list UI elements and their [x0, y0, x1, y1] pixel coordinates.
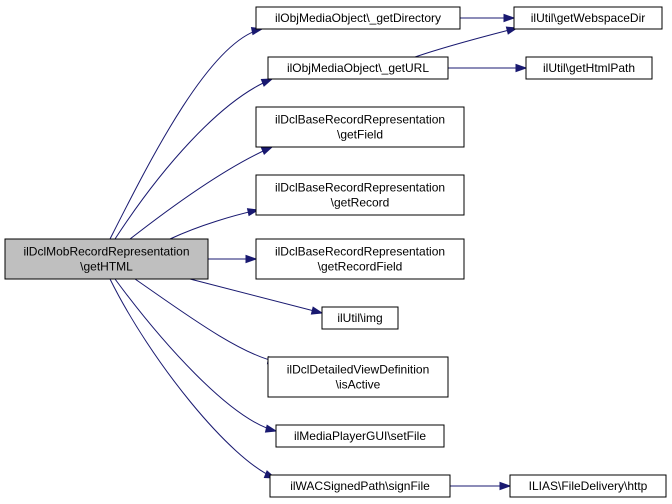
- node-label-line: ILIAS\FileDelivery\http: [529, 479, 648, 493]
- node-box: [513, 6, 663, 30]
- edge-line: [129, 146, 273, 240]
- node-box: [255, 106, 465, 148]
- edge-signFile-to-http: [450, 481, 512, 491]
- node-root[interactable]: ilDclMobRecordRepresentation\getHTML: [4, 238, 209, 280]
- arrowhead: [245, 254, 258, 264]
- edge-root-to-getRecordField: [208, 254, 258, 264]
- node-signFile[interactable]: ilWACSignedPath\signFile: [269, 474, 451, 498]
- node-getRecordField[interactable]: ilDclBaseRecordRepresentation\getRecordF…: [255, 238, 465, 280]
- node-getWebspaceDir[interactable]: ilUtil\getWebspaceDir: [513, 6, 663, 30]
- node-getField[interactable]: ilDclBaseRecordRepresentation\getField: [255, 106, 465, 148]
- node-box: [255, 174, 465, 216]
- arrowhead: [260, 146, 274, 156]
- edge-root-to-getField: [129, 146, 274, 240]
- edge-line: [169, 209, 259, 240]
- nodes-layer: ilDclMobRecordRepresentation\getHTML ilOb…: [4, 6, 667, 498]
- node-label-line: \getField: [337, 128, 383, 142]
- node-label-line: ilUtil\getWebspaceDir: [531, 11, 646, 25]
- node-box: [509, 474, 667, 498]
- node-label-line: ilMediaPlayerGUI\setFile: [294, 429, 426, 443]
- node-getURL[interactable]: ilObjMediaObject\_getURL: [267, 56, 449, 80]
- edge-root-to-signFile: [109, 278, 277, 479]
- arrowhead: [503, 13, 516, 23]
- node-box: [4, 238, 209, 280]
- edge-line: [134, 278, 279, 363]
- edge-getDirectory-to-getWebspaceDir: [460, 13, 516, 23]
- node-box: [267, 356, 449, 398]
- node-box: [255, 6, 461, 30]
- node-getHtmlPath[interactable]: ilUtil\getHtmlPath: [525, 56, 653, 80]
- node-label-line: ilDclBaseRecordRepresentation: [275, 113, 445, 127]
- edge-root-to-setFile: [114, 278, 278, 433]
- edge-line: [189, 278, 323, 314]
- node-img[interactable]: ilUtil\img: [321, 306, 399, 330]
- arrowhead: [246, 208, 260, 217]
- arrowhead: [310, 306, 324, 315]
- edge-getURL-to-getWebspaceDir: [414, 26, 519, 58]
- edge-root-to-getRecord: [169, 208, 260, 240]
- node-isActive[interactable]: ilDclDetailedViewDefinition\isActive: [267, 356, 449, 398]
- edge-line: [114, 278, 277, 432]
- node-label-line: ilUtil\img: [337, 311, 382, 325]
- node-setFile[interactable]: ilMediaPlayerGUI\setFile: [275, 424, 445, 448]
- node-label-line: ilObjMediaObject\_getURL: [287, 61, 429, 75]
- node-label-line: ilWACSignedPath\signFile: [290, 479, 430, 493]
- node-label-line: ilDclBaseRecordRepresentation: [275, 181, 445, 195]
- node-box: [275, 424, 445, 448]
- node-label-line: ilDclMobRecordRepresentation: [23, 245, 189, 259]
- edge-line: [109, 278, 276, 479]
- edge-line: [114, 78, 273, 240]
- node-http[interactable]: ILIAS\FileDelivery\http: [509, 474, 667, 498]
- arrowhead: [499, 481, 512, 491]
- node-label-line: ilDclBaseRecordRepresentation: [275, 245, 445, 259]
- node-label-line: \isActive: [336, 378, 381, 392]
- edge-root-to-getDirectory: [109, 27, 264, 240]
- node-getRecord[interactable]: ilDclBaseRecordRepresentation\getRecord: [255, 174, 465, 216]
- node-box: [525, 56, 653, 80]
- node-label-line: ilDclDetailedViewDefinition: [287, 363, 430, 377]
- edge-getURL-to-getHtmlPath: [448, 63, 528, 73]
- edge-root-to-img: [189, 278, 324, 315]
- node-label-line: \getRecordField: [318, 260, 403, 274]
- node-box: [255, 238, 465, 280]
- node-box: [321, 306, 399, 330]
- node-box: [269, 474, 451, 498]
- arrowhead: [260, 78, 274, 87]
- arrowhead: [515, 63, 528, 73]
- node-label-line: ilUtil\getHtmlPath: [543, 61, 635, 75]
- edge-root-to-isActive: [134, 278, 280, 365]
- edge-root-to-getURL: [114, 78, 274, 240]
- node-label-line: \getHTML: [80, 260, 133, 274]
- edge-line: [109, 28, 263, 240]
- node-label-line: \getRecord: [331, 196, 390, 210]
- node-label-line: ilObjMediaObject\_getDirectory: [275, 11, 441, 25]
- node-box: [267, 56, 449, 80]
- arrowhead: [264, 424, 278, 433]
- edge-line: [414, 27, 518, 58]
- node-getDirectory[interactable]: ilObjMediaObject\_getDirectory: [255, 6, 461, 30]
